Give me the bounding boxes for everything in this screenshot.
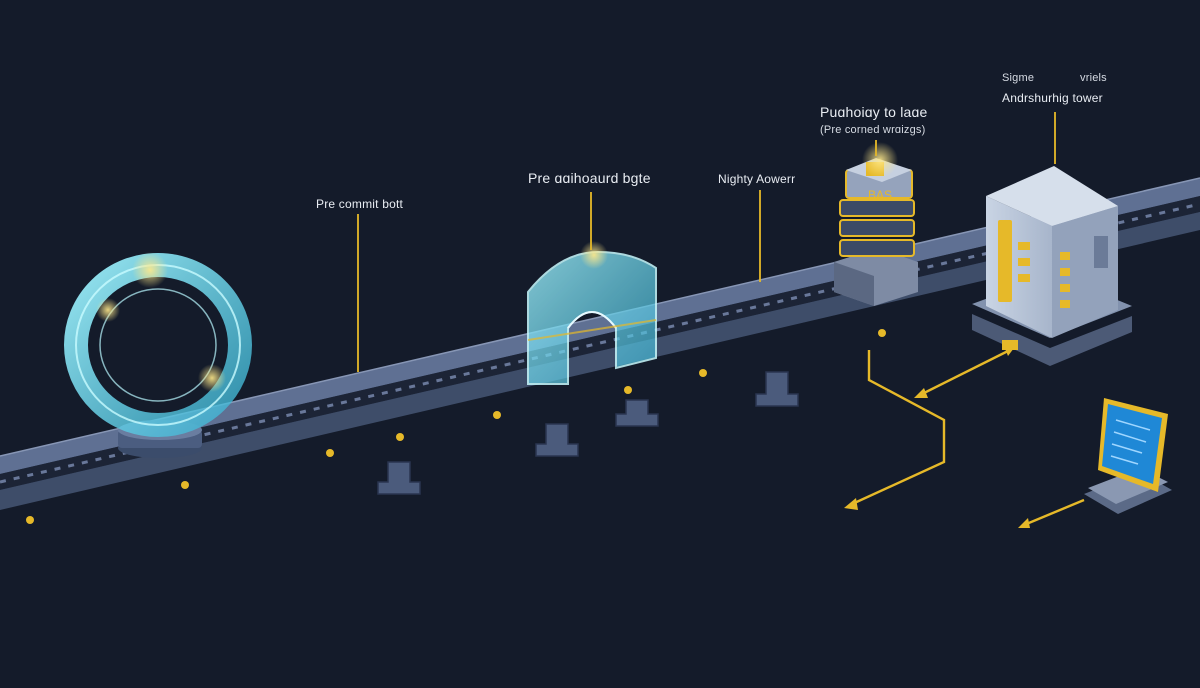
laptop-icon	[1084, 398, 1172, 514]
ring-gate-icon	[64, 252, 252, 458]
leader-lines	[357, 112, 1056, 372]
label-signe-left: Sigme	[1002, 72, 1035, 84]
rail-bolts	[26, 329, 886, 524]
stacked-chip-icon	[834, 142, 918, 306]
label-tower: Andrshurhig tower	[1002, 91, 1103, 105]
server-tower-icon	[972, 166, 1132, 366]
label-publish-sub: (Pre corned wrɑizgs)	[820, 124, 926, 136]
label-pre-commit: Pre commit bott	[316, 197, 404, 211]
label-nightly: Nighty Aowerr	[718, 172, 796, 186]
arrow-heads	[844, 346, 1030, 528]
label-publish: Puɑhoiɑy to laɑe	[820, 104, 928, 120]
stage-badge: BAS	[868, 188, 892, 202]
rail-supports	[377, 371, 799, 495]
label-pre-onboard: Pre ɑɑihoaurd bgte	[528, 170, 651, 186]
flow-arrows	[849, 348, 1085, 527]
arch-gate-icon	[527, 241, 657, 385]
label-signe-right: vriels	[1080, 72, 1107, 84]
